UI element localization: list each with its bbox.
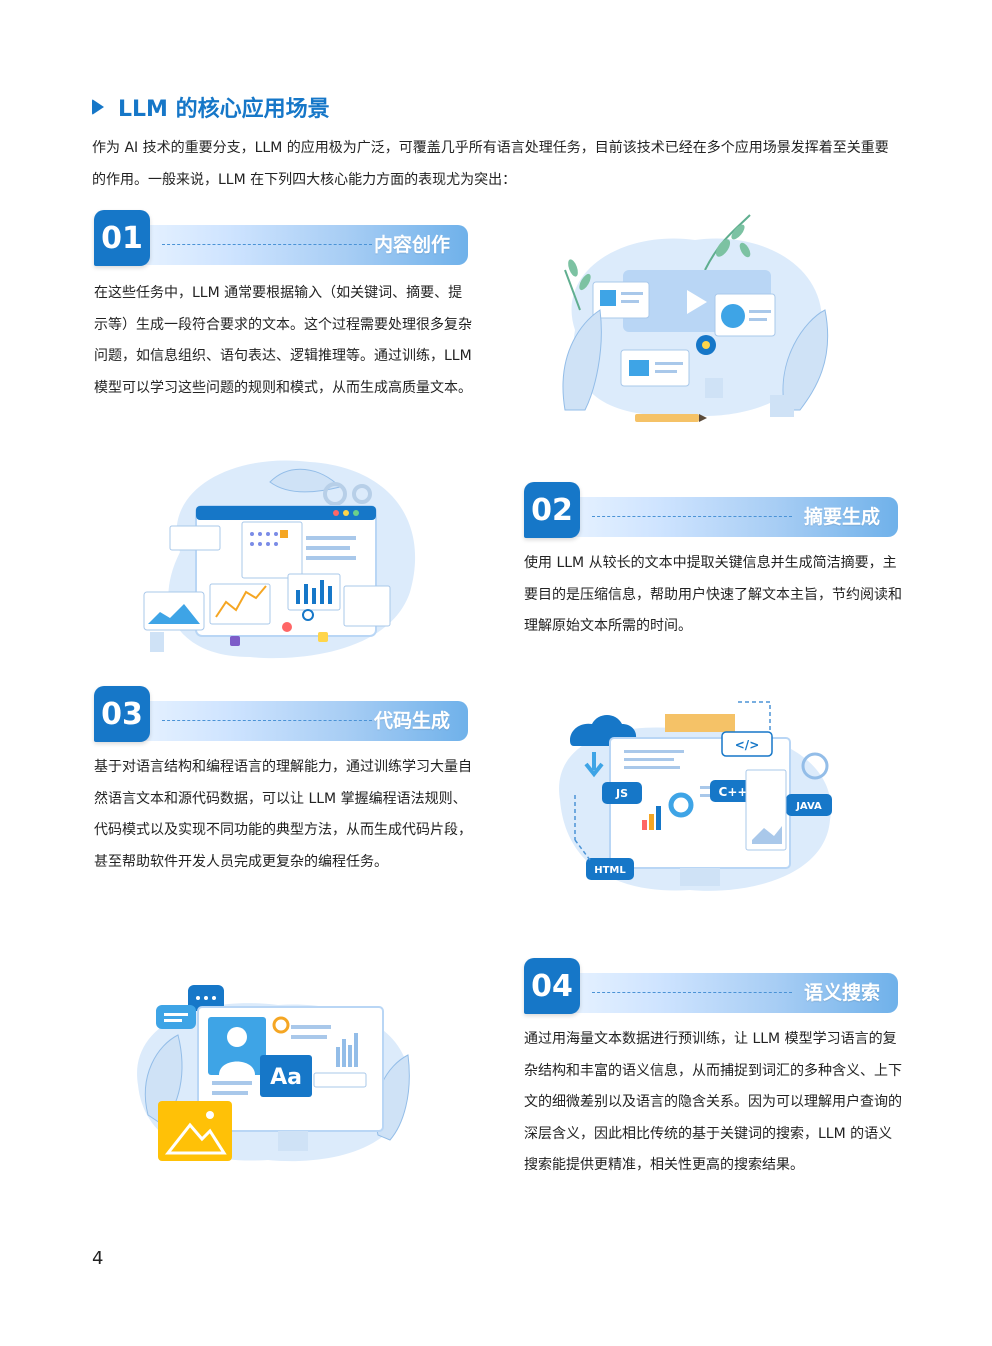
intro-paragraph: 作为 AI 技术的重要分支，LLM 的应用极为广泛，可覆盖几乎所有语言处理任务，… bbox=[92, 140, 889, 188]
search-tag-label: Aa bbox=[270, 1065, 302, 1090]
card-title: 代码生成 bbox=[373, 710, 450, 732]
card-text-04: 通过用海量文本数据进行预训练，让 LLM 模型学习语言的复杂结构和丰富的语义信息… bbox=[524, 1031, 902, 1173]
page-number: 4 bbox=[92, 1248, 104, 1269]
semantic-search-illustration: Aa bbox=[137, 985, 410, 1162]
section-title-text: LLM 的核心应用场景 bbox=[118, 97, 330, 122]
js-tag-label: JS bbox=[615, 787, 628, 800]
card-number: 03 bbox=[94, 686, 150, 742]
java-tag-label: JAVA bbox=[795, 801, 822, 812]
card-header-03: 03 代码生成 bbox=[94, 686, 468, 744]
card-text-02: 使用 LLM 从较长的文本中提取关键信息并生成简洁摘要，主要目的是压缩信息，帮助… bbox=[524, 555, 902, 634]
card-text-03: 基于对语言结构和编程语言的理解能力，通过训练学习大量自然语言文本和源代码数据，可… bbox=[94, 759, 472, 870]
card-number: 01 bbox=[94, 210, 150, 266]
card-title: 内容创作 bbox=[373, 234, 450, 256]
card-title: 摘要生成 bbox=[803, 506, 880, 528]
triangle-bullet-icon bbox=[92, 99, 104, 115]
card-title: 语义搜索 bbox=[803, 982, 880, 1004]
section-title: LLM 的核心应用场景 bbox=[92, 92, 330, 122]
html-tag-label: HTML bbox=[594, 865, 626, 876]
summary-generation-illustration bbox=[143, 460, 416, 659]
code-tag-label: </> bbox=[735, 738, 760, 752]
card-number: 04 bbox=[524, 958, 580, 1014]
card-text-01: 在这些任务中，LLM 通常要根据输入（如关键词、摘要、提示等）生成一段符合要求的… bbox=[94, 285, 472, 396]
cpp-tag-label: C++ bbox=[719, 785, 748, 799]
card-header-01: 01 内容创作 bbox=[94, 210, 468, 268]
content-creation-illustration bbox=[562, 214, 829, 422]
card-number: 02 bbox=[524, 482, 580, 538]
code-generation-illustration: </> JS C++ JAVA HTML bbox=[559, 701, 832, 891]
card-header-04: 04 语义搜索 bbox=[524, 958, 898, 1016]
card-header-02: 02 摘要生成 bbox=[524, 482, 898, 540]
